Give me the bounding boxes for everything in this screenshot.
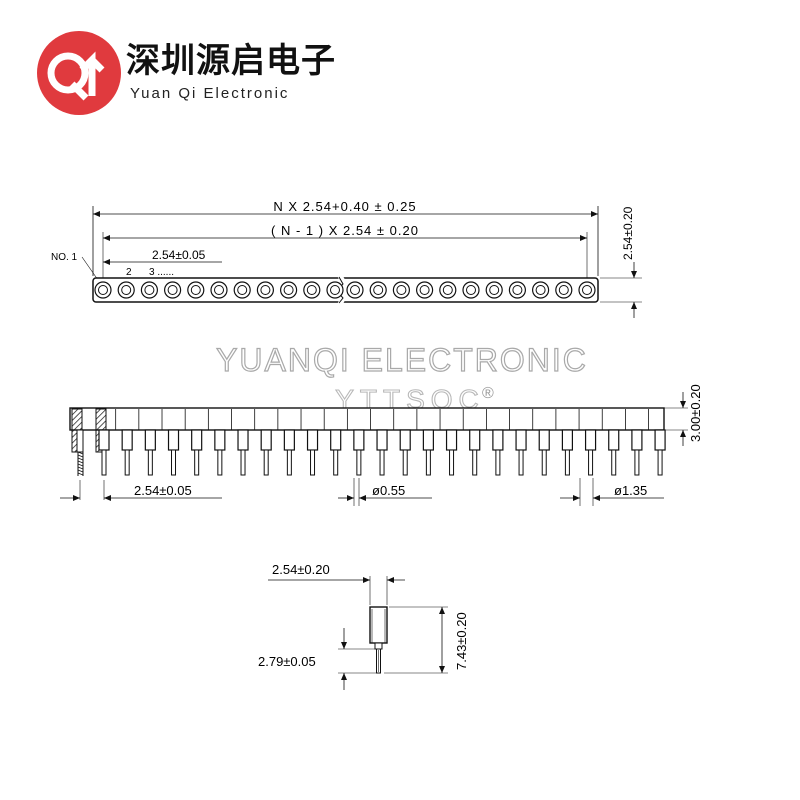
top-hole-inner — [144, 285, 155, 295]
top-hole-inner — [283, 285, 294, 295]
side-pin — [393, 409, 411, 476]
end-view-body — [369, 606, 388, 644]
side-pin — [346, 409, 365, 476]
dim-width-end-label: 2.54±0.20 — [272, 562, 330, 577]
dim-pitch-side-label: 2.54±0.05 — [134, 483, 192, 498]
side-pin — [555, 409, 574, 476]
logo-icon — [37, 31, 121, 115]
side-pin — [254, 409, 272, 476]
top-hole-inner — [121, 285, 132, 295]
dim-pin-length-label: 2.79±0.05 — [258, 654, 316, 669]
end-view: 2.54±0.20 7.43±0.20 2.79±0.05 — [258, 562, 469, 690]
side-pin — [98, 429, 110, 476]
top-hole-inner — [373, 285, 384, 295]
side-pin — [300, 409, 319, 476]
brand-name-english: Yuan Qi Electronic — [130, 85, 290, 102]
top-hole-inner — [419, 285, 430, 295]
side-pin — [648, 409, 666, 476]
dim-pin-dia-label: ø0.55 — [372, 483, 405, 498]
side-pin — [161, 409, 180, 476]
side-pin — [625, 409, 643, 476]
pin1-label: NO. 1 — [51, 252, 78, 263]
side-pin — [323, 409, 342, 476]
side-pin — [601, 409, 620, 476]
dim-total-label: N X 2.54+0.40 ± 0.25 — [273, 199, 416, 214]
side-pin — [115, 409, 133, 476]
dim-pitch-span-label: ( N - 1 ) X 2.54 ± 0.20 — [271, 223, 419, 238]
side-pin — [485, 409, 504, 476]
dim-hole-dia-label: ø1.35 — [614, 483, 647, 498]
top-hole-inner — [167, 285, 178, 295]
top-hole-inner — [260, 285, 271, 295]
side-pin — [509, 409, 527, 476]
top-view: N X 2.54+0.40 ± 0.25 ( N - 1 ) X 2.54 ± … — [51, 199, 642, 318]
side-pin — [462, 409, 481, 476]
top-hole-inner — [535, 285, 546, 295]
side-pin — [439, 409, 458, 476]
pin2-label: 2 — [126, 267, 132, 278]
dim-height-top-label: 2.54±0.20 — [621, 206, 635, 260]
pin3-label: 3 ...... — [149, 267, 174, 278]
top-hole-inner — [512, 285, 523, 295]
side-pin — [277, 409, 295, 476]
top-hole-inner — [489, 285, 500, 295]
side-pin — [184, 409, 203, 476]
side-pin — [138, 409, 156, 476]
top-hole-inner — [190, 285, 201, 295]
side-pin — [532, 409, 550, 476]
top-hole-inner — [396, 285, 407, 295]
dim-total-height-label: 7.43±0.20 — [454, 612, 469, 670]
watermark-line1: YUANQI ELECTRONIC — [216, 342, 588, 378]
top-hole-inner — [350, 285, 360, 295]
section-pin — [76, 429, 84, 476]
top-hole-inner — [237, 285, 248, 295]
strip-side-body — [69, 407, 665, 431]
side-view: 3.00±0.20 2.54±0.05 ø0.55 ø1.35 — [60, 384, 703, 506]
side-pins — [76, 409, 666, 476]
side-pin — [231, 409, 249, 476]
side-pin — [370, 409, 388, 476]
watermark-registered: ® — [482, 385, 494, 402]
dim-height-side-label: 3.00±0.20 — [688, 384, 703, 442]
top-hole-inner — [582, 285, 592, 295]
brand-name-chinese: 深圳源启电子 — [126, 41, 336, 81]
dim-pitch-label: 2.54±0.05 — [152, 248, 206, 262]
top-hole-inner — [466, 285, 476, 295]
top-hole-inner — [306, 285, 317, 295]
top-hole-inner — [330, 285, 340, 295]
side-pin — [416, 409, 434, 476]
top-hole-inner — [214, 285, 224, 295]
top-hole-inner — [442, 285, 453, 295]
top-hole-inner — [98, 285, 108, 295]
side-pin — [578, 409, 597, 476]
side-pin — [207, 409, 226, 476]
top-hole-inner — [558, 285, 569, 295]
top-holes — [94, 281, 596, 299]
